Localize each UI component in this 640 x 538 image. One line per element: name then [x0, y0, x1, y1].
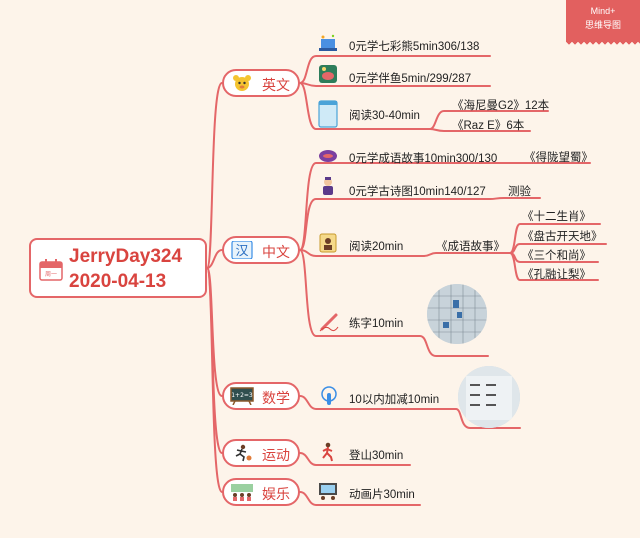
handwriting-photo-image: [427, 284, 487, 344]
leaf-en-fish[interactable]: 0元学伴鱼5min/299/287: [349, 73, 472, 85]
math-worksheet-photo-image: [458, 366, 520, 428]
leaf-zh-idiom[interactable]: 0元学成语故事10min300/130: [349, 153, 498, 165]
laptop-icon: [319, 34, 337, 51]
leaf-math-addsub[interactable]: 10以内加减10min: [349, 394, 440, 406]
branch-chinese[interactable]: 汉 中文: [222, 236, 300, 264]
branch-sport-label: 运动: [262, 447, 290, 463]
leaf-zh-quiz[interactable]: 测验: [508, 186, 531, 198]
math-worksheet-photo: [458, 366, 520, 428]
runner-icon: [235, 444, 252, 462]
leaf-zh-deyong[interactable]: 《得陇望蜀》: [524, 152, 593, 164]
hiker-icon: [322, 442, 333, 462]
leaf-en-reading[interactable]: 阅读30-40min: [349, 110, 420, 122]
leaf-zh-monks[interactable]: 《三个和尚》: [522, 250, 591, 262]
mindplus-badge: Mind+ 思维导图: [566, 0, 640, 48]
leaf-en-heinemann[interactable]: 《海尼曼G2》12本: [452, 100, 550, 112]
leaf-zh-reading[interactable]: 阅读20min: [349, 241, 404, 253]
svg-text:汉: 汉: [235, 244, 248, 259]
poet-icon: [323, 177, 333, 195]
branch-fun-label: 娱乐: [262, 486, 290, 502]
branch-sport[interactable]: 运动: [222, 439, 300, 467]
leaf-fun-cartoon[interactable]: 动画片30min: [349, 489, 415, 501]
touch-icon: [321, 386, 337, 405]
branch-math-label: 数学: [262, 390, 290, 406]
leaf-zh-pangu[interactable]: 《盘古开天地》: [522, 231, 603, 243]
leaf-zh-writing[interactable]: 练字10min: [349, 318, 404, 330]
branch-english-label: 英文: [262, 77, 290, 93]
reader-icon: [319, 233, 337, 253]
leaf-en-raz[interactable]: 《Raz E》6本: [452, 120, 525, 132]
badge-notch: [566, 42, 640, 48]
branch-math[interactable]: 1+2=3 数学: [222, 382, 300, 410]
branch-fun[interactable]: 娱乐: [222, 478, 300, 506]
leaf-zh-kongrong[interactable]: 《孔融让梨》: [522, 269, 591, 281]
leaf-zh-zodiac[interactable]: 《十二生肖》: [522, 211, 591, 223]
calendar-icon: 周一: [39, 259, 63, 281]
leaf-sport-hiking[interactable]: 登山30min: [349, 450, 404, 462]
root-node[interactable]: 周一 JerryDay324 2020-04-13: [29, 238, 207, 298]
movie-icon: [319, 483, 337, 500]
blackboard-icon: 1+2=3: [230, 387, 254, 405]
svg-text:周一: 周一: [45, 271, 57, 278]
badge-brand: Mind+: [590, 6, 616, 16]
han-character-icon: 汉: [231, 241, 253, 259]
audience-icon: [231, 484, 253, 501]
branch-chinese-label: 中文: [262, 244, 290, 260]
leaf-zh-idiom-stories[interactable]: 《成语故事》: [436, 241, 505, 253]
pen-icon: [319, 313, 339, 332]
svg-text:1+2=3: 1+2=3: [231, 392, 253, 399]
bear-icon: [233, 75, 251, 91]
fish-app-icon: [319, 65, 337, 83]
book-icon: [318, 100, 338, 128]
lips-icon: [319, 150, 337, 162]
leaf-zh-poem[interactable]: 0元学古诗图10min140/127: [349, 186, 486, 198]
root-date: 2020-04-13: [69, 271, 167, 292]
root-title: JerryDay324: [69, 246, 183, 267]
handwriting-photo: [427, 284, 487, 344]
branch-english[interactable]: 英文: [222, 69, 300, 97]
leaf-en-bear[interactable]: 0元学七彩熊5min306/138: [349, 41, 480, 53]
badge-subtitle: 思维导图: [584, 20, 621, 30]
